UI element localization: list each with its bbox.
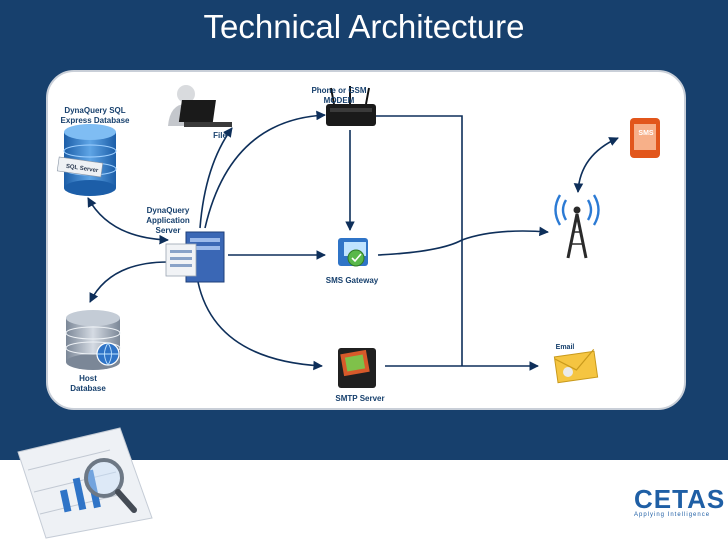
logo-name: CETAS [634, 484, 726, 514]
connector-sql-server [87, 197, 169, 245]
person-laptop-icon [168, 85, 232, 127]
app-server-label: DynaQuery Application Server [146, 206, 190, 235]
cetas-logo: CETAS Applying Intelligence [634, 484, 726, 518]
modem-label: Phone or GSM MODEM [311, 86, 367, 105]
connectors [87, 110, 619, 371]
connector-server-file [199, 127, 233, 229]
sql-database-label: DynaQuery SQL Express Database [60, 106, 130, 125]
email-icon [553, 348, 599, 384]
file-label: File [213, 131, 227, 140]
connector-server-modem [204, 110, 326, 229]
connector-gateway-tower [377, 226, 549, 256]
logo-tagline: Applying Intelligence [634, 512, 711, 518]
cell-tower-icon [554, 194, 600, 259]
host-database-label: Host Database [70, 374, 106, 393]
mobile-phone-icon [630, 118, 660, 158]
connector-modem-bus [375, 115, 463, 366]
connector-server-smtp [197, 281, 323, 371]
connector-tower-phone [573, 137, 619, 193]
server-icon [165, 231, 225, 283]
email-label: Email [555, 344, 575, 351]
magnifier-chart-icon [17, 427, 153, 539]
sms-badge-label: SMS [638, 130, 654, 137]
modem-icon [326, 86, 376, 126]
database-icon-host [65, 310, 121, 370]
smtp-server-icon [338, 348, 376, 388]
gateway-icon [338, 238, 368, 267]
sms-gateway-label: SMS Gateway [325, 276, 379, 285]
connector-server-hostdb [89, 261, 169, 303]
smtp-server-label: SMTP Server [335, 394, 385, 403]
slide-title: Technical Architecture [203, 8, 525, 45]
database-icon [56, 124, 117, 196]
